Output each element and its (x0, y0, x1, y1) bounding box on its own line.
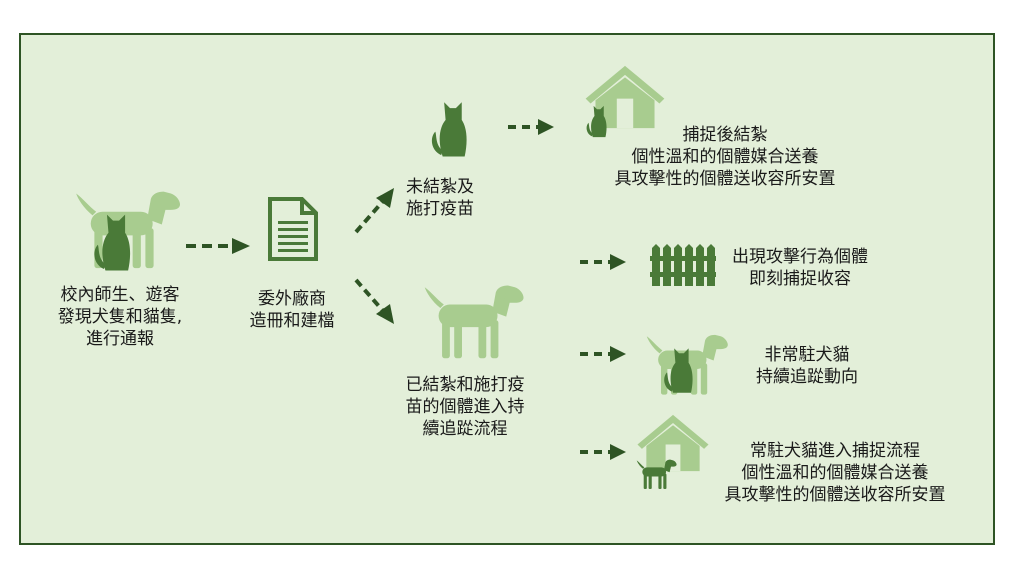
register-text: 委外廠商 造冊和建檔 (249, 289, 335, 331)
neutered-text: 已結紮和施打疫 苗的個體進入持 續追踨流程 (405, 375, 525, 439)
arrow-unneutered-capture (508, 119, 554, 135)
arrow-report-register (186, 238, 250, 254)
arrow-to-resident (580, 444, 626, 460)
unneutered-text: 未結紮及 施打疫苗 (406, 177, 474, 219)
house-icon (584, 62, 666, 132)
arrow-register-neutered (354, 278, 394, 324)
arrow-to-aggressive (580, 254, 626, 270)
arrow-to-non-resident (580, 346, 626, 362)
resident-text: 常駐犬貓進入捕捉流程 個性溫和的個體媒合送養 具攻擊性的個體送收容所安置 (724, 441, 946, 505)
dog-icon (636, 458, 678, 490)
cat-icon (88, 204, 138, 272)
cat-icon (424, 92, 476, 158)
non-resident-text: 非常駐犬貓 持續追踨動向 (756, 345, 858, 387)
capture-neuter-text: 捕捉後結紮 個性溫和的個體媒合送養 具攻擊性的個體送收容所安置 (614, 125, 836, 189)
cat-icon (658, 340, 700, 394)
aggressive-text: 出現攻擊行為個體 即刻捕捉收容 (732, 247, 868, 289)
arrow-register-unneutered (354, 188, 394, 234)
dog-icon (416, 282, 534, 360)
document-icon (266, 197, 318, 261)
fence-icon (650, 242, 716, 286)
report-text: 校內師生、遊客 發現犬隻和貓隻, 進行通報 (57, 285, 183, 349)
